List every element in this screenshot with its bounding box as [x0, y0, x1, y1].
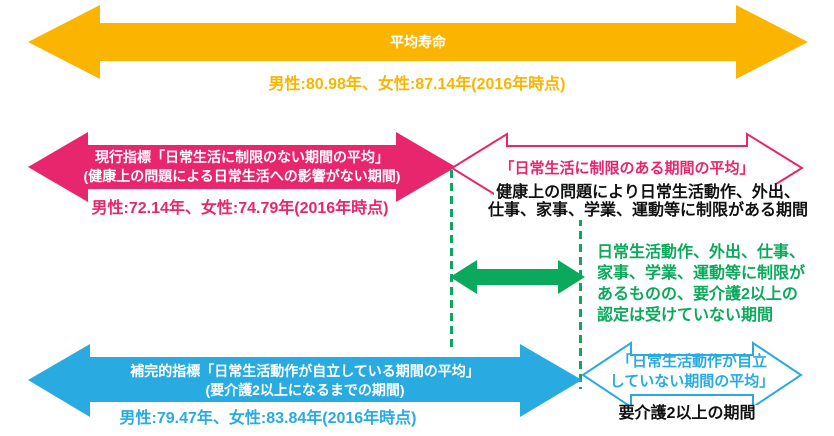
- life-expectancy-arrow: [28, 5, 808, 79]
- not-independent-title-line1: 「日常生活動作が自立: [616, 353, 767, 370]
- care-gap-arrow: [450, 260, 585, 294]
- not-independent-title: 「日常生活動作が自立 していない期間の平均」: [583, 352, 801, 392]
- care-gap-note-line4: 認定は受けていない期間: [597, 307, 774, 324]
- care-gap-note-line1: 日常生活動作、外出、仕事、: [597, 244, 806, 261]
- limited-period-description-line1: 健康上の問題により日常生活動作、外出、: [494, 184, 802, 202]
- current-indicator-stats: 男性:72.14年、女性:74.79年(2016年時点): [91, 200, 389, 217]
- not-independent-arrow: [581, 341, 803, 409]
- current-indicator-arrow: [28, 132, 456, 202]
- dashed-guide-line-left: [450, 170, 453, 348]
- dashed-guide-line-right: [579, 218, 582, 389]
- supplementary-indicator-stats: 男性:79.47年、女性:83.84年(2016年時点): [119, 410, 417, 427]
- supplementary-indicator-arrow: [28, 344, 582, 417]
- care-gap-note-line3: あるものの、要介護2以上の: [597, 286, 798, 303]
- life-expectancy-stats: 男性:80.98年、女性:87.14年(2016年時点): [268, 76, 566, 93]
- limited-period-description: 健康上の問題により日常生活動作、外出、 仕事、家事、学業、運動等に制限がある期間: [448, 184, 834, 220]
- not-independent-title-line2: していない期間の平均」: [609, 373, 775, 390]
- care-gap-note-line2: 家事、学業、運動等に制限が: [597, 265, 806, 282]
- care-gap-note: 日常生活動作、外出、仕事、 家事、学業、運動等に制限が あるものの、要介護2以上…: [597, 242, 805, 326]
- not-independent-description: 要介護2以上の期間: [587, 405, 787, 423]
- limited-period-title: 「日常生活に制限のある期間の平均」: [499, 160, 755, 177]
- not-independent-description-text: 要介護2以上の期間: [616, 405, 758, 423]
- limited-period-description-line2: 仕事、家事、学業、運動等に制限がある期間: [485, 202, 810, 220]
